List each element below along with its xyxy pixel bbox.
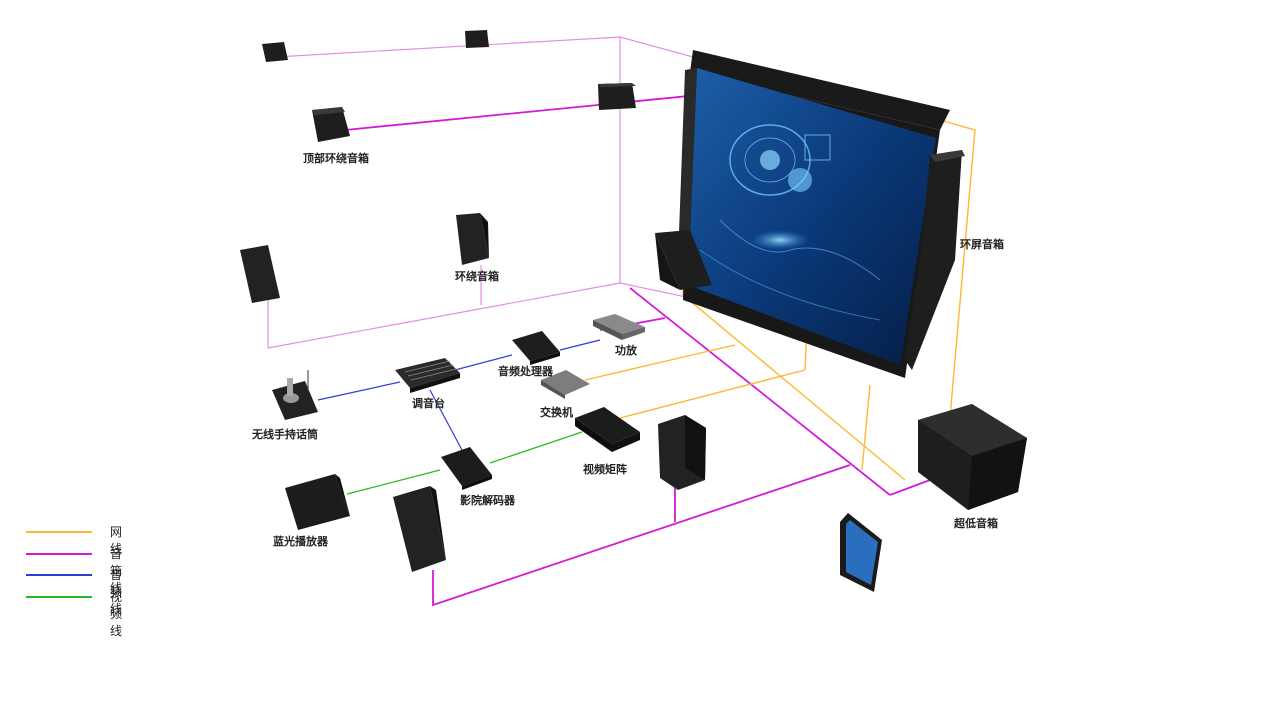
- label-video-matrix: 视频矩阵: [583, 463, 627, 476]
- bluray-player: [285, 474, 350, 530]
- screen-surround-speaker-front: [655, 230, 712, 290]
- floor-speaker-front-left: [393, 486, 446, 572]
- legend-label: 网线: [110, 525, 123, 556]
- legend-swatch-audio-wire: [26, 574, 92, 576]
- surround-speaker-left: [240, 245, 280, 303]
- legend-label: 音箱线: [110, 546, 123, 595]
- label-audio-processor: 音频处理器: [498, 365, 553, 378]
- cinema-decoder: [441, 447, 492, 490]
- label-switch: 交换机: [540, 406, 573, 419]
- top-surround-speaker-4: [312, 107, 350, 142]
- label-cinema-decoder: 影院解码器: [460, 494, 515, 507]
- floor-speaker-center: [658, 415, 706, 490]
- tablet: [840, 513, 882, 592]
- legend-swatch-video-wire: [26, 595, 92, 598]
- label-subwoofer: 超低音箱: [954, 517, 998, 530]
- surround-speaker-back: [456, 213, 489, 265]
- screen-surround-speaker-right: [905, 150, 965, 370]
- legend-label: 音频线: [110, 568, 123, 616]
- audio-wires: [317, 339, 601, 451]
- room-outline: [267, 36, 701, 349]
- top-surround-speaker-2: [465, 30, 489, 48]
- wireless-mic: [272, 370, 318, 420]
- subwoofer: [918, 404, 1027, 510]
- label-wireless-mic: 无线手持话筒: [252, 428, 318, 441]
- led-screen: [678, 50, 950, 378]
- network-switch: [541, 370, 590, 399]
- top-surround-speaker-1: [262, 42, 288, 62]
- amplifier: [593, 314, 645, 340]
- audio-processor: [512, 331, 560, 365]
- label-mixer: 调音台: [412, 397, 445, 410]
- top-surround-speaker-3: [598, 83, 636, 110]
- video-wires: [346, 431, 583, 495]
- legend-swatch-speaker-wire: [26, 552, 92, 555]
- label-bluray-player: 蓝光播放器: [273, 535, 328, 548]
- video-matrix: [575, 407, 640, 452]
- label-surround-speaker: 环绕音箱: [455, 270, 499, 283]
- label-top-surround-speaker: 顶部环绕音箱: [303, 152, 369, 165]
- legend-label: 视频线: [110, 589, 123, 638]
- label-screen-speaker: 环屏音箱: [960, 238, 1004, 251]
- mixer: [395, 358, 460, 393]
- label-amplifier: 功放: [615, 344, 637, 357]
- legend-swatch-network: [26, 531, 92, 533]
